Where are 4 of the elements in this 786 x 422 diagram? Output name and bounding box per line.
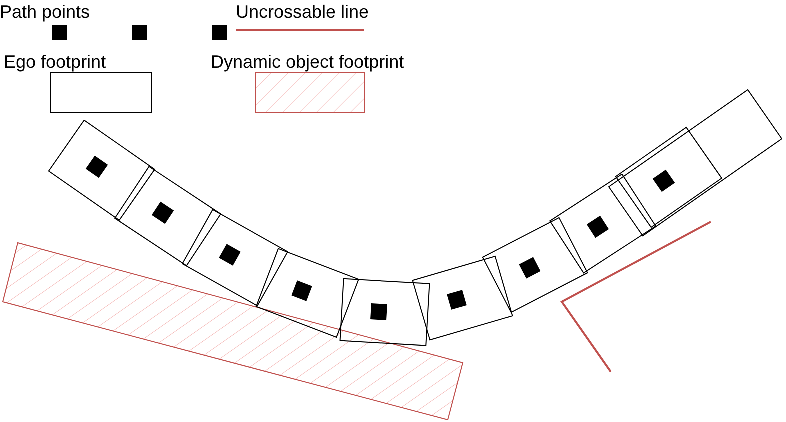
legend-label: Path points bbox=[0, 1, 90, 24]
legend-label: Dynamic object footprint bbox=[211, 51, 404, 74]
legend-label: Ego footprint bbox=[4, 51, 106, 74]
legend-label: Uncrossable line bbox=[236, 1, 370, 24]
